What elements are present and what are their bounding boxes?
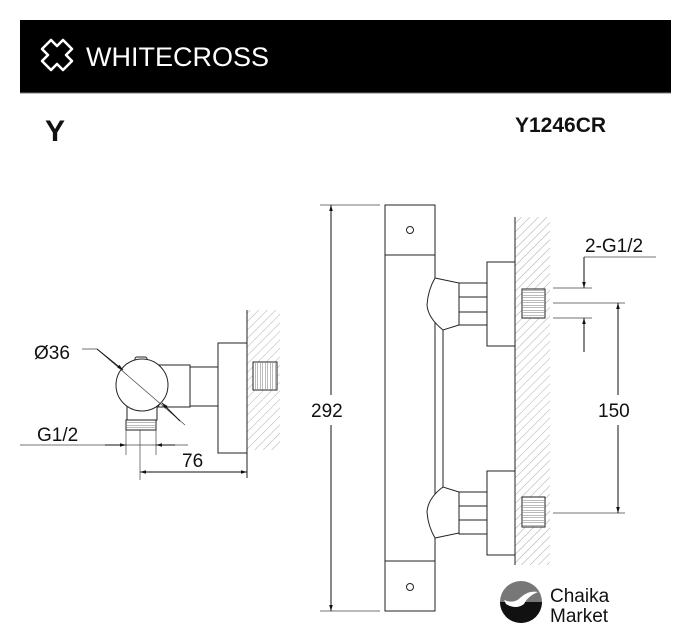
inlet-thread-label: 2-G1/2 — [585, 236, 643, 257]
wall-flange — [217, 342, 248, 454]
upper-flange — [486, 261, 516, 347]
depth-label: 76 — [182, 451, 203, 472]
header-bar: WHITECROSS — [20, 20, 671, 94]
watermark: Chaika Market — [500, 581, 610, 627]
height-label: 292 — [311, 401, 343, 422]
thermostat-body — [384, 204, 436, 612]
diameter-label: Ø36 — [34, 343, 70, 364]
mount-hole — [406, 583, 414, 591]
lower-elbow — [426, 486, 460, 539]
cross-logo-icon — [40, 38, 74, 72]
model-code: Y1246CR — [515, 114, 606, 137]
seagull-logo-icon — [500, 581, 542, 623]
watermark-line2: Market — [550, 606, 609, 627]
handle-circle — [115, 358, 169, 412]
front-view: 292 2-G1/2 150 — [311, 204, 656, 612]
brand-name: WHITECROSS — [86, 42, 269, 72]
outlet-thread-label: G1/2 — [37, 425, 78, 446]
mount-hole — [406, 226, 414, 234]
center-distance-label: 150 — [598, 401, 630, 422]
watermark-line1: Chaika — [550, 586, 610, 607]
series-letter: Y — [45, 115, 65, 148]
lower-flange — [486, 470, 516, 556]
upper-elbow — [426, 277, 460, 331]
side-view: Ø36 G1/2 76 — [20, 310, 280, 480]
